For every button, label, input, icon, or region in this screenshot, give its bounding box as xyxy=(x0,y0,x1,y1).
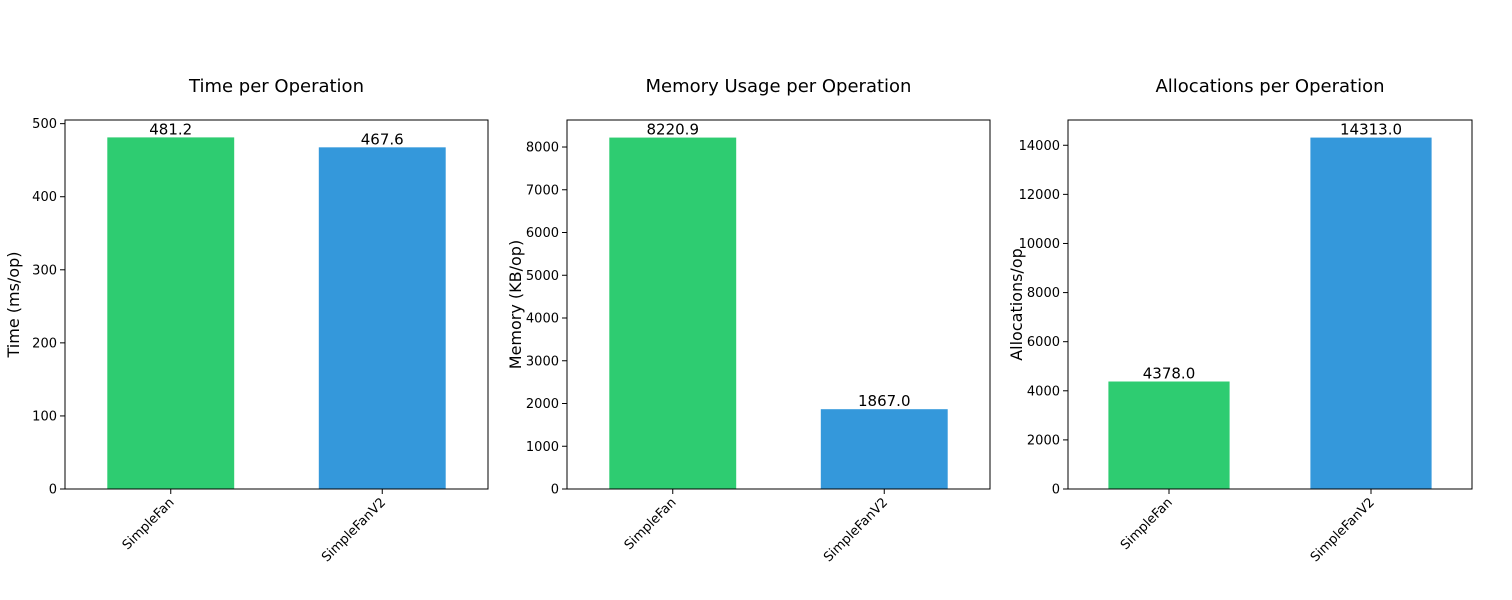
y-tick-label: 400 xyxy=(32,190,57,205)
bar-value-label: 481.2 xyxy=(149,120,192,138)
y-tick-label: 6000 xyxy=(526,226,559,241)
bar-SimpleFanV2 xyxy=(1310,137,1432,490)
chart-title: Time per Operation xyxy=(188,76,364,97)
chart-title: Allocations per Operation xyxy=(1155,76,1384,97)
y-tick-label: 500 xyxy=(32,117,57,132)
y-tick-label: 6000 xyxy=(1027,335,1060,350)
y-tick-label: 5000 xyxy=(526,269,559,284)
bar-value-label: 4378.0 xyxy=(1143,365,1196,383)
y-axis-label: Memory (KB/op) xyxy=(506,240,525,369)
bar-SimpleFan xyxy=(609,137,737,489)
x-tick-label: SimpleFan xyxy=(622,495,680,553)
bar-value-label: 1867.0 xyxy=(858,392,911,410)
plot-frame xyxy=(64,119,489,490)
y-tick-label: 12000 xyxy=(1019,188,1060,203)
y-axis-label: Allocations/op xyxy=(1007,248,1026,361)
x-tick-label: SimpleFanV2 xyxy=(1308,495,1378,565)
y-tick-label: 3000 xyxy=(526,354,559,369)
bar-SimpleFan xyxy=(1108,381,1230,489)
bar-SimpleFanV2 xyxy=(318,147,446,489)
y-tick-label: 4000 xyxy=(526,312,559,327)
y-tick-label: 7000 xyxy=(526,183,559,198)
y-tick-label: 300 xyxy=(32,263,57,278)
bar-SimpleFanV2 xyxy=(820,409,948,489)
y-tick-label: 0 xyxy=(1052,483,1060,498)
x-tick-label: SimpleFanV2 xyxy=(319,495,389,565)
y-tick-label: 1000 xyxy=(526,440,559,455)
bar-value-label: 14313.0 xyxy=(1340,121,1402,139)
bar-value-label: 8220.9 xyxy=(647,121,700,139)
plot-frame xyxy=(1067,119,1473,490)
bar-value-label: 467.6 xyxy=(361,130,404,148)
y-tick-label: 2000 xyxy=(1027,433,1060,448)
x-tick-label: SimpleFan xyxy=(120,495,178,553)
y-tick-label: 100 xyxy=(32,409,57,424)
chart-title: Memory Usage per Operation xyxy=(646,76,912,97)
x-tick-label: SimpleFanV2 xyxy=(821,495,891,565)
bar-SimpleFan xyxy=(107,137,235,489)
y-tick-label: 8000 xyxy=(526,141,559,156)
y-tick-label: 0 xyxy=(49,483,57,498)
y-tick-label: 200 xyxy=(32,336,57,351)
y-tick-label: 8000 xyxy=(1027,286,1060,301)
x-tick-label: SimpleFan xyxy=(1118,495,1176,553)
plot-frame xyxy=(566,119,991,490)
y-tick-label: 10000 xyxy=(1019,237,1060,252)
y-tick-label: 2000 xyxy=(526,397,559,412)
y-tick-label: 4000 xyxy=(1027,384,1060,399)
y-tick-label: 14000 xyxy=(1019,139,1060,154)
y-tick-label: 0 xyxy=(551,483,559,498)
y-axis-label: Time (ms/op) xyxy=(4,252,23,359)
